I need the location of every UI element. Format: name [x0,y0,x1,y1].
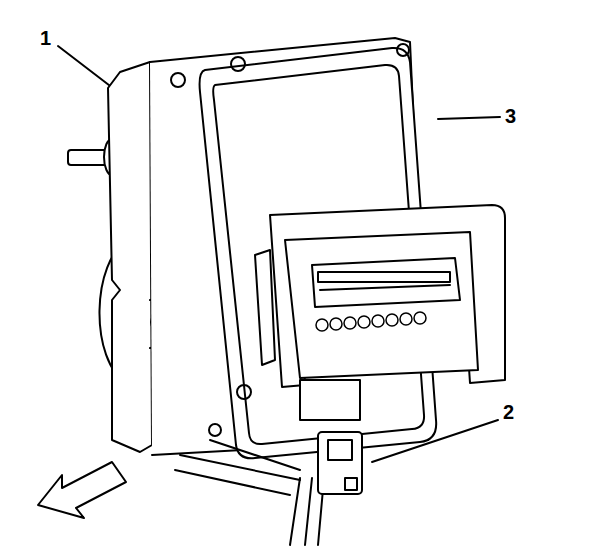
sensor-connector [318,432,362,494]
leader-line [438,117,500,119]
mount-hole [397,44,409,56]
connector-slot [318,272,450,282]
connector-pins [316,312,426,331]
mount-hole [171,73,185,87]
connector-lock [328,440,352,460]
callout-number: 3 [505,106,516,126]
shaft [68,150,108,165]
view-arrow [38,462,126,518]
connector-tab [345,478,357,490]
callout-number: 1 [40,28,51,48]
connector-body [285,232,478,378]
connector-opening [312,258,460,307]
mount-hole [209,424,221,436]
housing-side [108,62,152,452]
mount-hole [231,57,245,71]
connector-latch [255,250,275,365]
connector-slot [320,285,450,290]
wire-harness [175,455,300,495]
callout-number: 2 [503,402,514,422]
mount-hole [237,385,251,399]
connector-frame [270,205,505,387]
connector-base [300,380,360,420]
wire-harness [210,440,324,545]
